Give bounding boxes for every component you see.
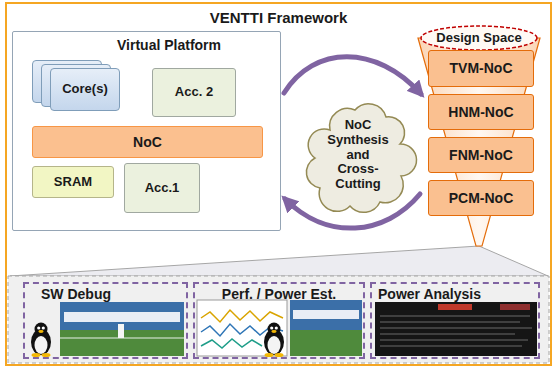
terminal-highlight <box>438 304 472 310</box>
linux-penguin <box>31 323 51 358</box>
banner <box>64 312 180 322</box>
analysis-box: Power Analysis <box>370 282 540 359</box>
noc-model-box: PCM-NoC <box>428 180 534 216</box>
node-label: Power Analysis <box>378 286 481 302</box>
node-label: NoC <box>133 134 162 150</box>
noc-model-box: HNM-NoC <box>428 94 534 130</box>
node-label: SRAM <box>54 175 92 190</box>
synthesis-cloud: NoC Synthesis and Cross-Cutting <box>310 100 406 210</box>
node-label: HNM-NoC <box>448 104 513 120</box>
linux-penguin <box>264 323 284 358</box>
chart-window <box>197 300 287 356</box>
node-label: Perf. / Power Est. <box>222 286 336 302</box>
noc-bar: NoC <box>32 126 263 158</box>
platform-box: Virtual PlatformCore(s) Acc. 2 NoC SRAM Acc.… <box>12 31 281 231</box>
accelerator-box: Acc. 2 <box>152 68 236 117</box>
video-screenshot <box>60 302 184 356</box>
node-label: Acc.1 <box>145 181 180 196</box>
node-label: Acc. 2 <box>175 85 213 100</box>
node-label: NoC Synthesis and Cross-Cutting <box>325 118 391 193</box>
accelerator-box: Acc.1 <box>124 163 200 213</box>
core-box: Core(s) <box>50 68 120 111</box>
video-screenshot <box>290 300 362 356</box>
memory-box: SRAM <box>32 166 114 198</box>
flow-arrow <box>284 57 421 94</box>
player <box>118 324 124 338</box>
terminal-highlight <box>500 304 530 310</box>
tennis-court <box>290 330 362 356</box>
node-label: Virtual Platform <box>117 37 221 53</box>
noc-model-box: FNM-NoC <box>428 137 534 173</box>
cloud-shape <box>306 104 416 213</box>
analysis-box: Perf. / Power Est. <box>193 282 365 359</box>
chart-line <box>201 339 262 348</box>
node-label: Design Space <box>436 31 521 46</box>
node-label: Core(s) <box>62 82 108 97</box>
framework-frame: VENTTI FrameworkVirtual PlatformCore(s) A… <box>5 2 552 366</box>
noc-model-box: TVM-NoC <box>428 50 534 87</box>
chart-line <box>201 310 283 322</box>
funnel-shape <box>418 38 540 246</box>
node-label: TVM-NoC <box>450 60 513 76</box>
design-space-funnel: Design SpaceTVM-NoC HNM-NoC FNM-NoC PCM-NoC <box>416 22 542 248</box>
banner <box>293 310 359 319</box>
terminal-screenshot <box>375 302 537 356</box>
node-label: SW Debug <box>41 286 111 302</box>
node-label: FNM-NoC <box>449 147 513 163</box>
analysis-panel <box>8 276 549 363</box>
funnel-rim <box>421 26 537 50</box>
analysis-box: SW Debug <box>23 282 188 359</box>
node-label: PCM-NoC <box>449 190 514 206</box>
node-label: VENTTI Framework <box>210 9 348 26</box>
design-space-projection <box>10 246 548 276</box>
terminal-rows <box>380 316 532 346</box>
